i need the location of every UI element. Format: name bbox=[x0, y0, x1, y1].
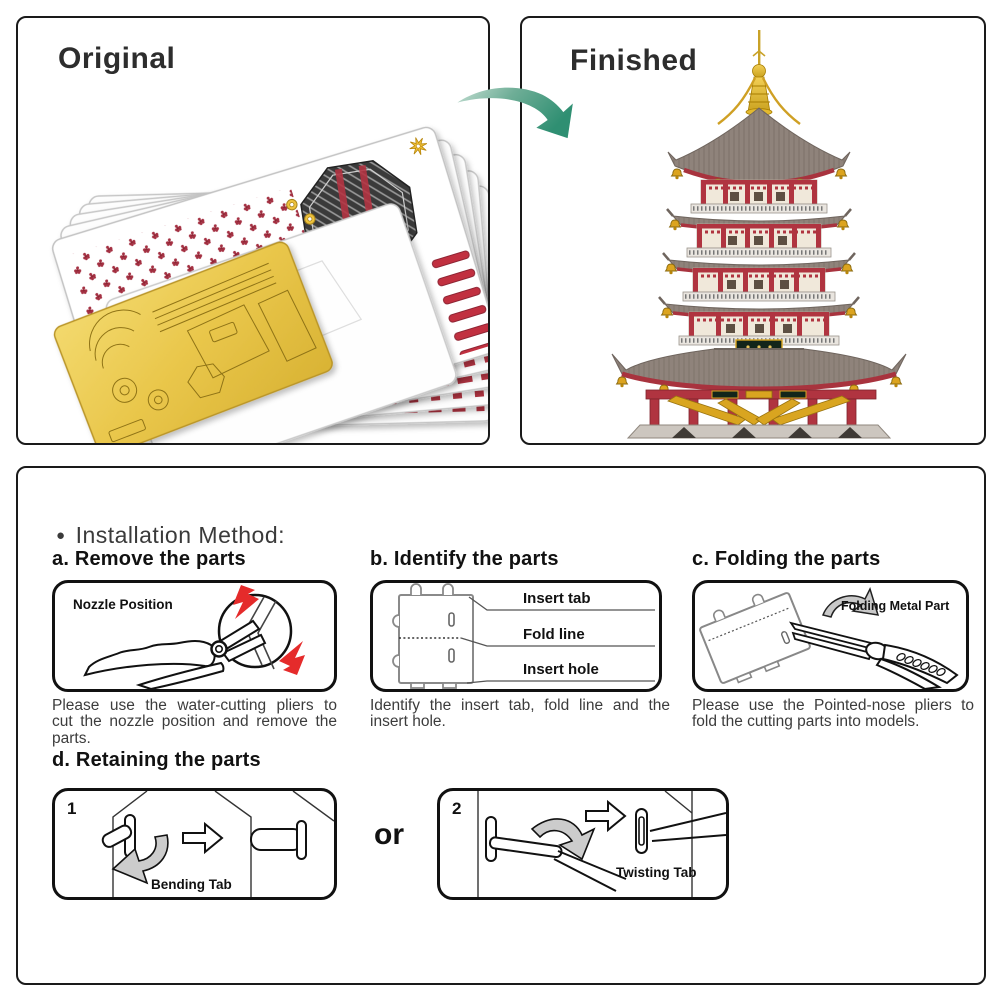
finished-panel: Finished bbox=[520, 16, 986, 445]
metal-sheets-illustration bbox=[51, 126, 488, 443]
pagoda-main-roof bbox=[611, 348, 907, 396]
pagoda-illustration bbox=[611, 30, 907, 439]
step-b-caption: Identify the insert tab, fold line and t… bbox=[370, 697, 670, 731]
pagoda-tier bbox=[666, 179, 852, 232]
cutting-pliers-illustration bbox=[83, 585, 305, 691]
bending-tab-label: Bending Tab bbox=[151, 877, 232, 892]
fold-direction-arrow bbox=[822, 586, 880, 618]
bullet-icon: ● bbox=[56, 527, 66, 544]
pagoda-tier bbox=[658, 267, 860, 320]
finished-title: Finished bbox=[570, 44, 698, 77]
step-d-heading: d. Retaining the parts bbox=[52, 749, 261, 771]
cut-arrow-bottom bbox=[279, 641, 305, 675]
step-a-caption: Please use the water-cutting pliers to c… bbox=[52, 697, 337, 747]
step-c-figure: Folding Metal Part bbox=[692, 580, 969, 692]
original-panel: Original bbox=[16, 16, 490, 445]
step-b-figure: Insert tab Fold line Insert hole bbox=[370, 580, 662, 692]
fold-line-label: Fold line bbox=[523, 626, 585, 643]
instructions-panel: ●Installation Method: a. Remove the part… bbox=[16, 466, 986, 985]
step-a-heading: a. Remove the parts bbox=[52, 548, 246, 570]
twist-direction-arrow bbox=[530, 818, 596, 861]
cut-arrow-top bbox=[233, 585, 259, 619]
next-step-arrow bbox=[182, 821, 224, 855]
twisting-tab-label: Twisting Tab bbox=[616, 865, 697, 880]
insert-hole-label: Insert hole bbox=[523, 661, 599, 678]
step-d-figure-2: 2 Twisting Tab bbox=[437, 788, 729, 900]
next-step-arrow bbox=[585, 799, 627, 833]
installation-method-title: ●Installation Method: bbox=[56, 522, 286, 548]
pagoda-base bbox=[626, 389, 892, 439]
or-label: or bbox=[374, 818, 404, 851]
step-a-figure: Nozzle Position bbox=[52, 580, 337, 692]
option-1-number: 1 bbox=[67, 799, 77, 818]
step-d-figure-1: 1 Bending Tab bbox=[52, 788, 337, 900]
pagoda-top-roof bbox=[667, 107, 851, 190]
option-2-number: 2 bbox=[452, 799, 462, 818]
original-title: Original bbox=[58, 42, 176, 75]
step-b-heading: b. Identify the parts bbox=[370, 548, 559, 570]
insert-tab-label: Insert tab bbox=[523, 590, 591, 607]
pointed-nose-pliers bbox=[788, 621, 959, 691]
sheet-gold bbox=[53, 241, 333, 443]
step-c-heading: c. Folding the parts bbox=[692, 548, 881, 570]
nozzle-position-label: Nozzle Position bbox=[73, 597, 173, 612]
folding-metal-part-label: Folding Metal Part bbox=[841, 599, 950, 613]
bending-tab-illustration bbox=[101, 790, 335, 897]
folding-pliers-illustration bbox=[699, 586, 959, 691]
part-diagram bbox=[392, 583, 655, 689]
transform-arrow bbox=[457, 87, 573, 139]
pagoda-tier bbox=[662, 223, 856, 276]
bend-direction-arrow bbox=[111, 834, 169, 885]
step-c-caption: Please use the Pointed-nose pliers to fo… bbox=[692, 697, 974, 731]
twisting-tab-illustration bbox=[477, 790, 727, 897]
